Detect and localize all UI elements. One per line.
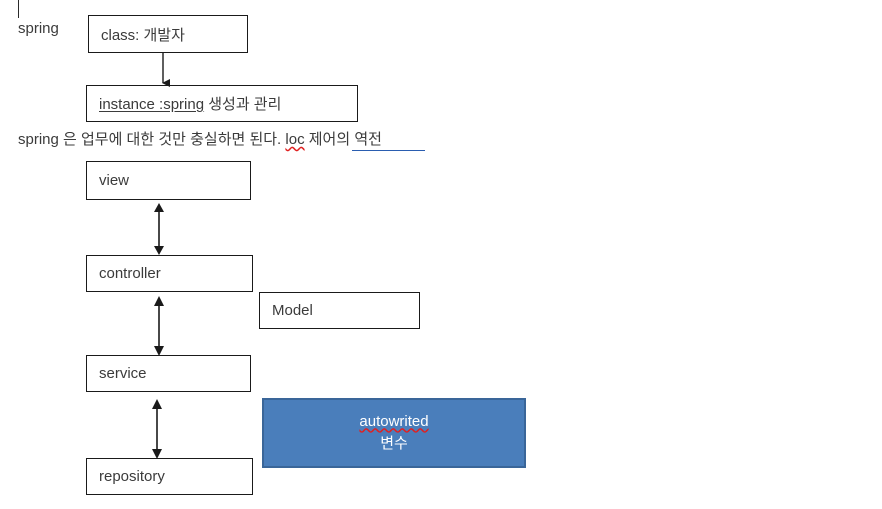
box-repository-label: repository <box>99 468 165 485</box>
box-instance-spring-label-underlined: instance :spring <box>99 96 205 113</box>
autowired-keyword-text: autowrited <box>359 413 429 431</box>
sentence-part-3: 역전 <box>350 131 382 148</box>
box-service-label: service <box>99 365 147 382</box>
arrow-view-controller <box>154 203 164 255</box>
box-model[interactable]: Model <box>259 292 420 329</box>
box-service[interactable]: service <box>86 355 251 392</box>
box-class-developer[interactable]: class: 개발자 <box>88 15 248 53</box>
box-instance-spring[interactable]: instance :spring 생성과 관리 <box>86 85 358 122</box>
autowired-variable-text: 변수 <box>380 435 408 452</box>
box-model-label: Model <box>272 302 313 319</box>
box-class-developer-label: class: 개발자 <box>101 26 185 44</box>
box-view[interactable]: view <box>86 161 251 200</box>
sentence-part-2: 제어의 <box>304 131 351 148</box>
blue-underline-rule <box>352 150 425 151</box>
box-view-label: view <box>99 172 130 189</box>
box-instance-spring-label: instance :spring 생성과 관리 <box>87 93 281 114</box>
text-cursor-caret <box>18 0 19 18</box>
box-instance-spring-label-plain: 생성과 관리 <box>204 96 282 113</box>
arrow-controller-service <box>154 296 164 356</box>
arrow-service-repository <box>152 399 162 459</box>
box-controller[interactable]: controller <box>86 255 253 292</box>
description-sentence: spring 은 업무에 대한 것만 충실하면 된다. loc 제어의 역전 <box>18 131 382 149</box>
box-autowired-variable[interactable]: autowrited 변수 <box>262 398 526 468</box>
sentence-misspelled-word: loc <box>285 131 305 148</box>
sentence-part-1: spring 은 업무에 대한 것만 충실하면 된다. <box>18 131 286 148</box>
spring-side-label: spring <box>18 20 59 37</box>
box-controller-label: controller <box>99 265 161 282</box>
box-repository[interactable]: repository <box>86 458 253 495</box>
